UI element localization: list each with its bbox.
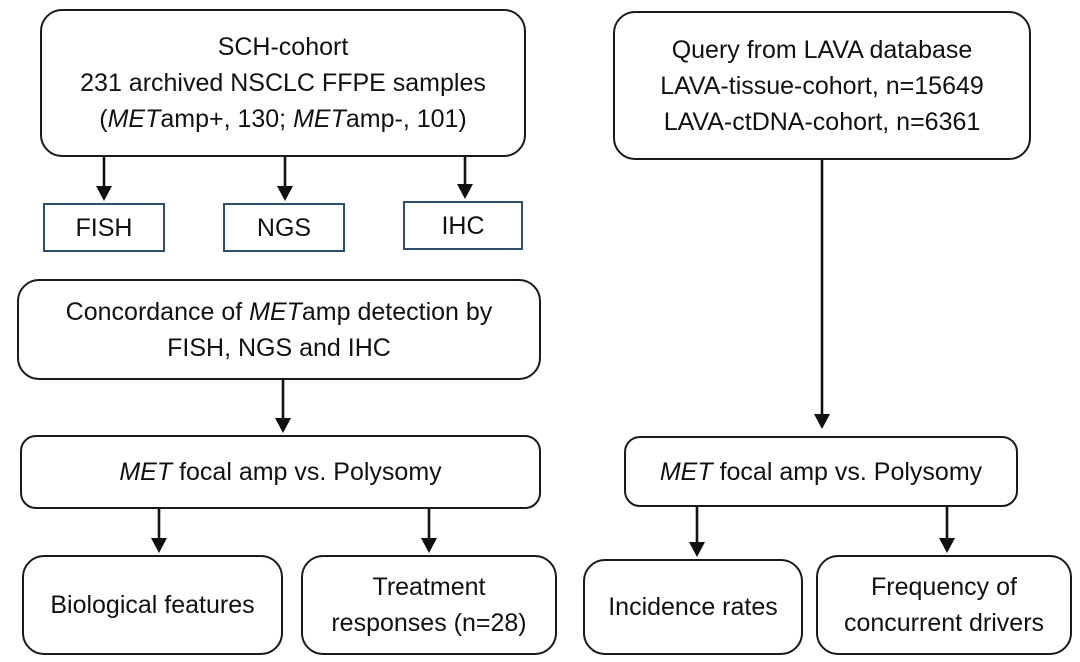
biological-features-box: Biological features: [22, 555, 283, 655]
method-ngs-box: NGS: [223, 203, 345, 252]
treatment-line2: responses (n=28): [331, 609, 527, 637]
left-focal-label: MET focal amp vs. Polysomy: [119, 458, 442, 486]
lava-query-box: Query from LAVA database LAVA-tissue-coh…: [613, 11, 1031, 160]
frequency-line2: concurrent drivers: [843, 609, 1045, 637]
frequency-line1: Frequency of: [871, 573, 1017, 601]
concordance-line1: Concordance of METamp detection by: [65, 297, 493, 326]
treatment-line1: Treatment: [372, 573, 486, 601]
lava-query-title: Query from LAVA database: [671, 35, 973, 64]
lava-tissue-cohort: LAVA-tissue-cohort, n=15649: [660, 71, 984, 100]
method-fish-box: FISH: [43, 203, 165, 252]
method-ihc-label: IHC: [441, 211, 485, 240]
lava-ctdna-cohort: LAVA-ctDNA-cohort, n=6361: [663, 107, 981, 136]
left-focal-box: MET focal amp vs. Polysomy: [20, 435, 541, 509]
concordance-box: Concordance of METamp detection by FISH,…: [17, 279, 541, 380]
incidence-rates-label: Incidence rates: [608, 593, 778, 621]
incidence-rates-box: Incidence rates: [583, 559, 803, 655]
sch-cohort-title: SCH-cohort: [217, 33, 349, 61]
right-focal-label: MET focal amp vs. Polysomy: [659, 457, 983, 486]
sch-cohort-box: SCH-cohort 231 archived NSCLC FFPE sampl…: [40, 9, 526, 157]
method-fish-label: FISH: [75, 213, 133, 242]
sch-cohort-samples: 231 archived NSCLC FFPE samples: [80, 69, 486, 97]
sch-cohort-breakdown: (METamp+, 130; METamp-, 101): [99, 105, 467, 133]
concurrent-drivers-box: Frequency of concurrent drivers: [816, 555, 1072, 655]
right-focal-box: MET focal amp vs. Polysomy: [624, 436, 1018, 507]
method-ihc-box: IHC: [403, 201, 523, 250]
method-ngs-label: NGS: [256, 213, 312, 242]
biological-features-label: Biological features: [50, 591, 255, 619]
treatment-responses-box: Treatment responses (n=28): [301, 555, 557, 655]
concordance-line2: FISH, NGS and IHC: [167, 333, 391, 362]
